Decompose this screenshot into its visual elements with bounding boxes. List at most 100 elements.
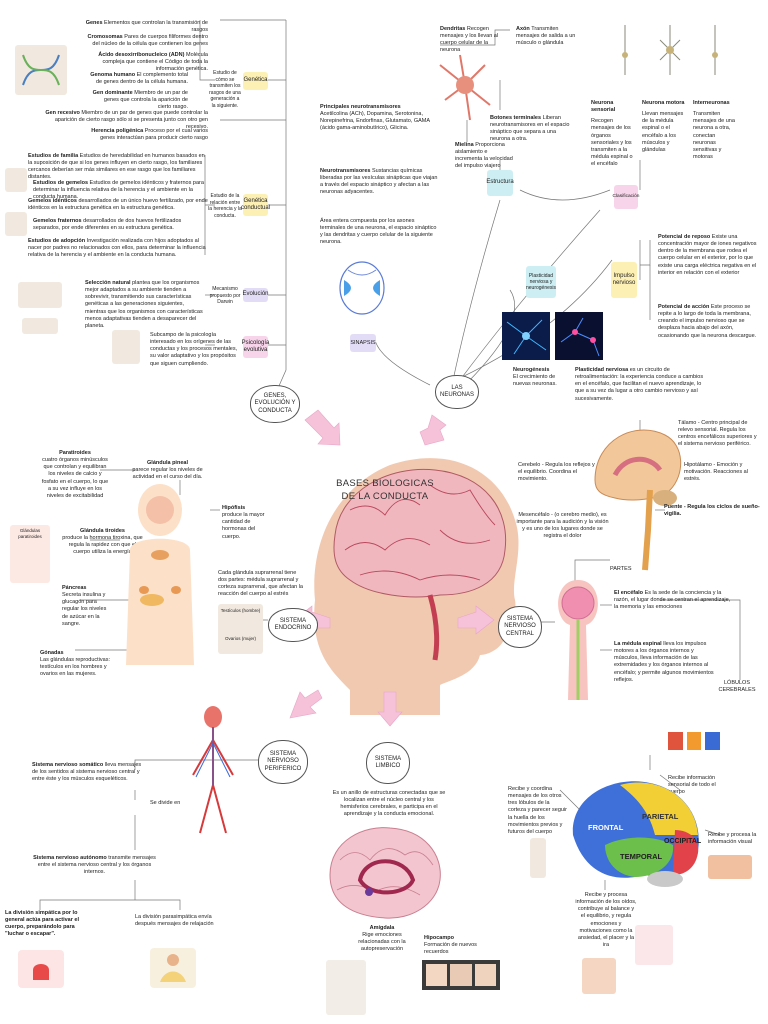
brain-sagittal-illustration — [594, 429, 682, 571]
lobe-temporal: TEMPORAL — [620, 852, 663, 861]
chip-plasticidad-neurogenesis[interactable]: Plasticidad nerviosa y neurogénesis — [526, 266, 556, 298]
principales-neurotransmisores: Principales neurotransmisores Acetilcoli… — [320, 104, 440, 133]
def-genes: Genes Elementos que controlan la transmi… — [85, 20, 208, 34]
def-gen-dominante: Gen dominante Miembro de un par de genes… — [92, 90, 188, 111]
def-area-sinapsis: Área entera compuesta por los axones ter… — [320, 218, 437, 246]
chip-genetica-conductual[interactable]: Genética conductual — [241, 194, 270, 216]
label-lobulos-cerebrales: LÓBULOS CEREBRALES — [718, 680, 756, 694]
label-genetica: Estudio de cómo se transmiten los rasgos… — [209, 70, 241, 109]
neuron-network-image-1 — [502, 312, 550, 360]
cloud-las-neuronas[interactable]: LAS NEURONAS — [435, 375, 479, 409]
def-mesencefalo: Mesencéfalo - (o cerebro medio), es impo… — [516, 512, 609, 540]
def-dendritas: Dendritas Recogen mensajes y los llevan … — [440, 26, 499, 54]
desc-frontal: Recibe y coordina mensajes de los otros … — [508, 786, 567, 835]
family-illustration — [5, 168, 27, 192]
dna-chromosome-illustration — [15, 45, 67, 95]
label-se-divide-en: Se divide en — [150, 800, 181, 806]
sensory-icon-1 — [668, 732, 683, 750]
label-evolucion: Mecanismo propuesto por Darwin — [209, 286, 241, 305]
synapse-illustration — [339, 261, 385, 315]
body-silhouette-illustration — [126, 484, 194, 665]
def-division-parasimpatica: La división parasimpática envía después … — [135, 914, 214, 928]
chip-psicologia-evolutiva[interactable]: Psicología evolutiva — [242, 336, 269, 358]
def-gen-recesivo: Gen recesivo Miembro de un par de genes … — [45, 110, 208, 131]
def-sistema-somatico: Sistema nervioso somático lleva mensajes… — [32, 762, 142, 783]
def-division-simpatica: La división simpática por lo general act… — [5, 910, 79, 938]
def-genoma: Genoma humano El complemento total de ge… — [90, 72, 188, 86]
brain-lobes-illustration — [572, 781, 699, 887]
paratiroides-label: Glándulas paratiroides — [18, 528, 42, 539]
cloud-sistema-endocrino[interactable]: SISTEMA ENDOCRINO — [268, 608, 318, 642]
def-puente: Puente - Regula los ciclos de sueño-vigi… — [664, 504, 760, 518]
testiculos-label: Testículos (hombre) — [220, 608, 261, 613]
central-title: BASES BIOLOGICAS DE LA CONDUCTA — [336, 478, 434, 502]
nervous-system-figure-illustration — [192, 706, 234, 834]
limbic-brain-illustration — [329, 827, 441, 919]
chip-sinapsis[interactable]: SINAPSIS — [350, 334, 376, 352]
def-talamo: Tálamo - Centro principal de relevo sens… — [678, 420, 757, 448]
def-gemelos-identicos: Gemelos idénticos desarrollados de un ún… — [28, 198, 208, 212]
cloud-sistema-nervioso-central[interactable]: SISTEMA NERVIOSO CENTRAL — [498, 606, 542, 648]
def-estudios-familia: Estudios de familia Estudios de heredabi… — [28, 153, 205, 181]
paratiroides-illustration: Glándulas paratiroides — [10, 525, 50, 583]
def-medula-espinal: La médula espinal lleva los impulsos mot… — [614, 641, 714, 683]
ovarios-label: Ovarios (mujer) — [224, 635, 256, 641]
cloud-sistema-nervioso-periferico[interactable]: SISTEMA NERVIOSO PERIFERICO — [258, 740, 308, 784]
chip-evolucion[interactable]: Evolución — [243, 288, 269, 302]
lobe-frontal: FRONTAL — [588, 823, 624, 832]
cloud-sistema-limbico[interactable]: SISTEMA LIMBICO — [366, 742, 410, 784]
film-frame-1 — [426, 964, 448, 986]
def-mielina: Mielina Proporciona aislamiento e increm… — [455, 142, 513, 170]
def-plasticidad-nerviosa: Plasticidad nerviosa es un circuito de r… — [575, 367, 704, 402]
walking-figure-illustration — [530, 838, 546, 878]
def-psicologia-evolutiva: Subcampo de la psicología interesado en … — [150, 332, 238, 367]
def-hipotalamo: Hipotálamo - Emoción y motivación. Reacc… — [684, 462, 748, 483]
sensory-icons — [668, 732, 721, 750]
chip-clasificacion[interactable]: Clasificación — [613, 185, 639, 209]
def-encefalo: El encéfalo Es la sede de la conciencia … — [614, 590, 731, 611]
neuron-types-illustration — [622, 25, 718, 75]
def-seleccion-natural: Selección natural plantea que los organi… — [85, 280, 203, 329]
def-suprarrenal: Cada glándula suprarrenal tiene dos part… — [218, 570, 303, 598]
def-potencial-accion: Potencial de acción Este proceso se repi… — [658, 304, 757, 339]
alarm-illustration — [18, 950, 64, 988]
woman-thinking-illustration — [326, 960, 366, 1015]
def-cromosomas: Cromosomas Pares de cuerpos filiformes d… — [87, 34, 208, 48]
central-head-illustration — [314, 458, 519, 715]
mind-head-illustration — [112, 330, 140, 364]
def-estudios-gemelos: Estudios de gemelos Estudios de gemelos … — [33, 180, 204, 201]
def-cerebelo: Cerebelo - Regula los reflejos y el equi… — [518, 462, 595, 483]
chip-genetica[interactable]: Genética — [243, 72, 268, 90]
neuron-network-image-2 — [555, 312, 603, 360]
chip-estructura[interactable]: Estructura — [486, 170, 514, 196]
def-botones-terminales: Botones terminales Liberan neurotransmis… — [490, 115, 570, 143]
desc-recibe-sensorial: Recibe información sensorial de todo el … — [668, 775, 716, 796]
dancer-illustration — [635, 925, 673, 965]
film-frame-2 — [450, 964, 472, 986]
film-frame-3 — [474, 964, 496, 986]
def-neurotransmisores: Neurotransmisores Sustancias químicas li… — [320, 168, 438, 196]
neuron-illustration — [439, 54, 491, 121]
principales-list: Acetilcolina (ACh), Dopamina, Serotonina… — [320, 111, 430, 132]
def-sistema-autonomo: Sistema nervioso autónomo transmite mens… — [33, 855, 156, 876]
cloud-genes-evolucion-conducta[interactable]: GENES, EVOLUCIÓN Y CONDUCTA — [250, 385, 300, 423]
lobe-parietal: PARIETAL — [642, 812, 679, 821]
testiculos-ovarios-illustration: Testículos (hombre) Ovarios (mujer) — [218, 604, 263, 654]
chip-impulso-nervioso[interactable]: Impulso nervioso — [611, 262, 637, 298]
def-estudios-adopcion: Estudios de adopción Investigación reali… — [28, 238, 206, 259]
def-herencia-poligenica: Herencia poligénica Proceso por el cual … — [91, 128, 208, 142]
evolution-illustration — [22, 318, 58, 334]
eye-illustration — [708, 855, 752, 879]
sensory-icon-2 — [686, 732, 702, 750]
label-partes: PARTES — [610, 566, 632, 572]
